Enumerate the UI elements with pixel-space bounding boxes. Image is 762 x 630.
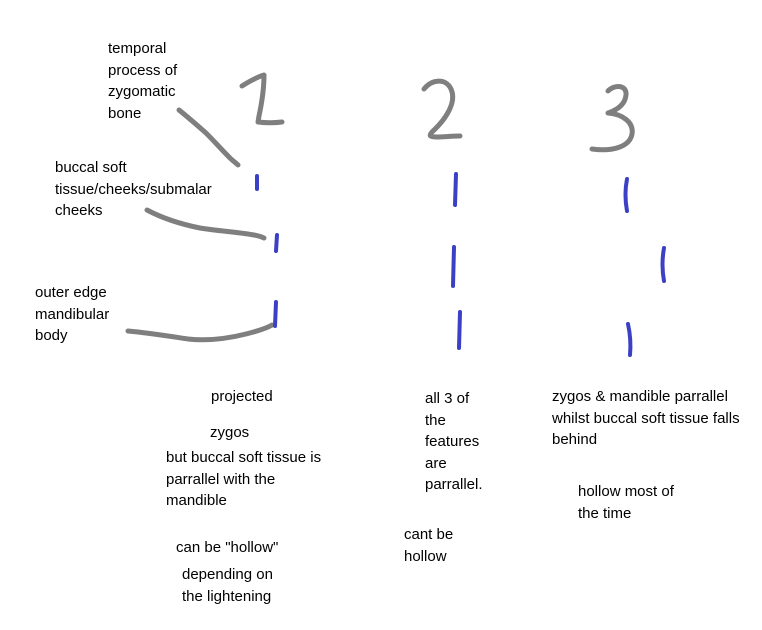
- column-3-mandible-mark: [626, 322, 633, 357]
- mandibular-body-pointer: [125, 322, 275, 343]
- column-1-note-hollow: can be "hollow": [176, 539, 279, 556]
- column-1-buccal-mark: [274, 233, 279, 253]
- column-2-mandible-mark: [457, 310, 462, 350]
- column-1-note-projected: projected: [211, 388, 273, 405]
- profile-marks: [255, 172, 666, 357]
- label-outer-edge-mandible: outer edge mandibular body: [35, 284, 110, 344]
- column-3-zygos-mark: [623, 177, 629, 213]
- pointer-lines: [125, 107, 275, 343]
- column-2-note-cant-be-hollow: cant be hollow: [404, 526, 454, 565]
- column-3-note-hollow: hollow most of the time: [578, 483, 674, 522]
- column-2-note-parallel: all 3 of the features are parrallel.: [425, 390, 483, 493]
- column-1-note-buccal-parallel: but buccal soft tissue is parrallel with…: [166, 449, 322, 509]
- column-3-buccal-mark: [660, 246, 666, 283]
- label-buccal-soft-tissue: buccal soft tissue/cheeks/submalar cheek…: [55, 159, 212, 219]
- column-1-note-lighting: depending on the lightening: [182, 566, 273, 605]
- numeral-2-stroke: [421, 78, 463, 140]
- numeral-1-stroke: [239, 72, 285, 126]
- column-numerals: [239, 72, 635, 153]
- column-2-buccal-mark: [451, 245, 456, 288]
- column-3-note-zygos-mandible: zygos & mandible parrallel whilst buccal…: [552, 388, 740, 448]
- buccal-soft-tissue-pointer: [144, 207, 267, 241]
- column-1-mandible-mark: [273, 300, 278, 328]
- column-1-note-zygos: zygos: [210, 424, 250, 441]
- column-2-zygos-mark: [453, 172, 458, 207]
- label-temporal-process: temporal process of zygomatic bone: [108, 40, 178, 122]
- temporal-process-pointer: [176, 107, 241, 168]
- numeral-3-stroke: [589, 84, 635, 153]
